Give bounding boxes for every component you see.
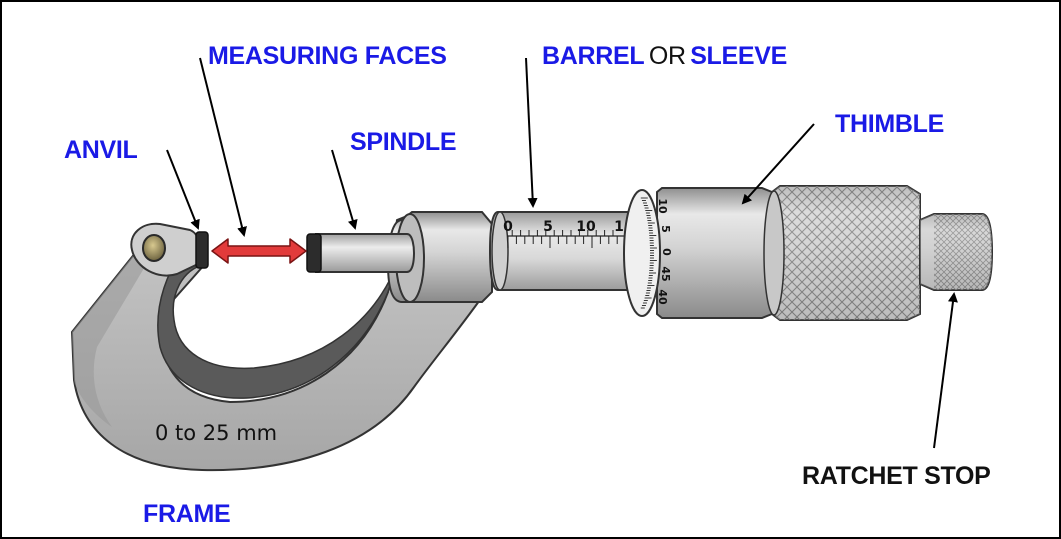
measuring-faces-leader [199,57,247,237]
label-sleeve: SLEEVE [690,42,788,70]
label-thimble: THIMBLE [835,110,944,138]
thimble-scale-labels: 10 5 0 45 40 [656,198,673,305]
sleeve-scale-labels: 0 5 10 1 [503,219,624,235]
measuring-faces-arrow [211,238,307,264]
ratchet-stop [919,213,994,291]
thimble: 10 5 0 45 40 [623,187,773,319]
label-barrel: BARREL [542,42,645,70]
label-frame: FRAME [143,500,231,528]
label-spindle: SPINDLE [350,128,457,156]
label-or: OR [648,42,686,70]
thimble-scale-label: 10 [656,198,669,214]
sleeve-scale-label: 10 [576,219,596,235]
sleeve-scale-label: 1 [614,219,624,235]
thimble-scale-label: 0 [660,248,673,256]
label-barrel-or-sleeve: BARREL OR SLEEVE [542,44,787,69]
ratchet-stop-leader [933,292,958,449]
thimble-leader [741,123,815,205]
thimble-scale-label: 45 [659,266,672,281]
frame-range-text: 0 to 25 mm [155,421,278,445]
label-measuring-faces: MEASURING FACES [208,42,447,70]
anvil-leader [166,149,200,230]
thimble-scale-label: 40 [656,289,669,305]
label-anvil: ANVIL [64,136,138,164]
thimble-scale-label: 5 [659,225,672,233]
spindle-leader [331,149,358,230]
anvil [195,231,209,269]
barrel-leader [525,57,538,208]
barrel-sleeve: 0 5 10 1 [488,211,643,291]
label-ratchet-stop: RATCHET STOP [802,462,991,490]
sleeve-scale-label: 0 [503,219,513,235]
thimble-knurled-grip [763,185,921,321]
thimble-ticks [640,197,657,309]
sleeve-scale-label: 5 [543,219,553,235]
anvil-pin [142,234,166,262]
sleeve-ticks [507,230,618,248]
leader-lines [166,57,958,449]
spindle [306,233,416,273]
